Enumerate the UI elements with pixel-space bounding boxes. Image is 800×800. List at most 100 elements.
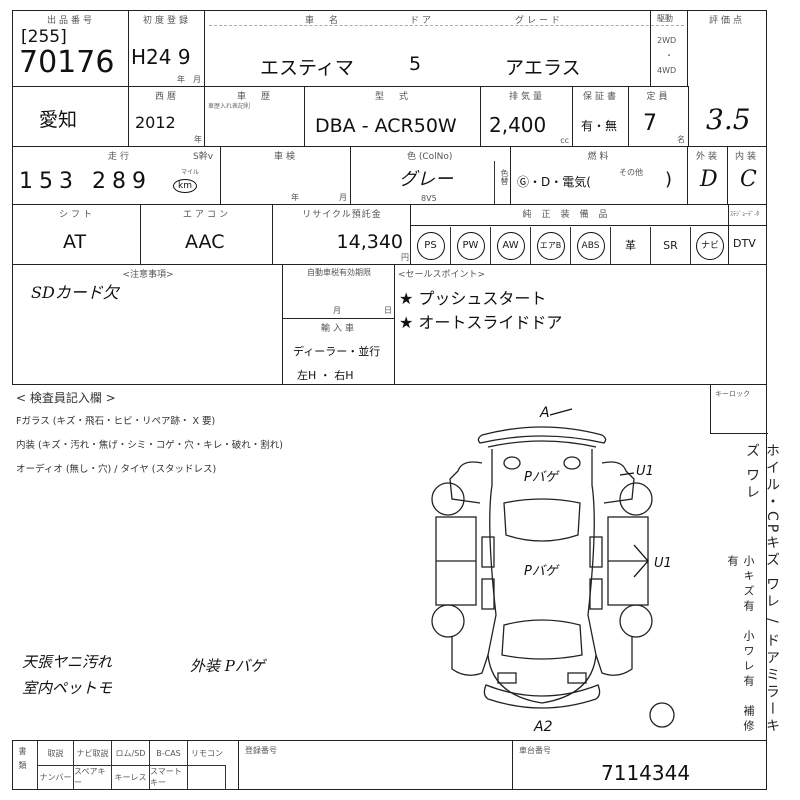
- grade-label: グレード: [515, 16, 564, 26]
- model-label: 型 式: [374, 92, 411, 102]
- lot-prefix: [255]: [21, 27, 67, 47]
- interior-grade: C: [740, 167, 757, 192]
- exterior-label: 外装: [695, 152, 720, 162]
- inspection-cell: 車検 年 月: [220, 146, 352, 206]
- keylock-box: キーロック: [710, 385, 768, 434]
- sales-point-1: ★ プッシュスタート: [399, 289, 547, 308]
- caution-text: SDカード欠: [31, 283, 119, 302]
- documents-row-bottom: ナンバー スペアキー キーレス スマートキー: [37, 765, 226, 789]
- tax-expiry-label: 自動車税有効期限: [307, 268, 371, 277]
- sales-points-cell: <セールスポイント> ★ プッシュスタート ★ オートスライドドア: [394, 264, 767, 386]
- extra-equipment-cell: ｽﾃｼﾞｮｰﾃﾞ-ﾀ DTV: [728, 204, 767, 266]
- tax-expiry-day: 日: [384, 306, 392, 315]
- inspector-label: < 検査員記入欄 >: [16, 391, 116, 405]
- mark-front: A: [539, 405, 550, 421]
- aircon-cell: エアコン AAC: [140, 204, 274, 266]
- chassis-number: 7114344: [601, 761, 691, 785]
- inspector-section: < 検査員記入欄 > Fガラス (キズ・飛石・ヒビ・リペア跡・ X 要) 内装 …: [12, 384, 780, 742]
- inspection-label: 車検: [273, 152, 298, 162]
- doc-remote: リモコン: [191, 748, 223, 758]
- car-damage-diagram: A Pバゲ U1 Pバゲ U1 A2: [431, 405, 675, 735]
- documents-row-top: 取説 ナビ取説 ロム/SD B-CAS リモコン: [37, 741, 226, 766]
- inspection-month: 月: [339, 193, 347, 202]
- drive-type-cell: 駆動 2WD ・ 4WD: [650, 10, 689, 88]
- tax-expiry-month: 月: [333, 306, 341, 315]
- aircon: AAC: [185, 231, 225, 253]
- warranty: 有・無: [581, 119, 618, 133]
- sales-points-label: <セールスポイント>: [398, 270, 486, 280]
- capacity-cell: 定員 7 名: [628, 86, 689, 148]
- chassis-history-cell: 車 歴 車歴入れ表記則: [204, 86, 306, 148]
- documents-cell: 書類 取説 ナビ取説 ロム/SD B-CAS リモコン ナンバー スペアキー キ…: [12, 740, 240, 790]
- mileage: 153 289: [19, 169, 152, 194]
- chassis-number-label: 車台番号: [519, 746, 551, 755]
- handwritten-note-1: 天張ヤニ汚れ: [22, 653, 113, 671]
- displacement-label: 排気量: [508, 92, 545, 102]
- recycle-label: リサイクル預託金: [302, 210, 382, 220]
- first-registration-units: 年 月: [177, 75, 201, 84]
- interior-cell: 内装 C: [727, 146, 767, 206]
- drive-4wd: 4WD: [657, 66, 677, 75]
- capacity: 7: [643, 111, 657, 136]
- inspector-line-3: オーディオ (無し・穴) / タイヤ (スタッドレス): [16, 464, 217, 475]
- wheel-mirror-note-small: 小キズ有 小ワレ有 補修有: [726, 555, 755, 735]
- first-registration-value: H24 9: [131, 45, 191, 69]
- lot-number-label: 出品番号: [46, 16, 95, 26]
- score-cell: 評価点 3.5: [687, 10, 767, 148]
- equip-airbag: エアB: [531, 227, 571, 265]
- warranty-label: 保証書: [582, 92, 619, 102]
- mileage-unit-mile: マイル: [181, 169, 200, 176]
- shift-label: シフト: [58, 210, 95, 220]
- first-registration-label: 初度登録: [142, 16, 191, 26]
- import-cell: 輸入車 ディーラー・並行 左H ・ 右H: [282, 318, 396, 386]
- shift-cell: シフト AT: [12, 204, 142, 266]
- import-handle: 左H ・ 右H: [297, 369, 354, 382]
- doc-smart-key: スマートキー: [150, 765, 188, 789]
- car-name-cell: 車 名 ドア グレード エスティマ 5 アエラス 駆動 2WD ・ 4WD: [204, 10, 689, 88]
- displacement-cell: 排気量 2,400 cc: [480, 86, 574, 148]
- mark-roof: Pバゲ: [524, 564, 560, 579]
- doc-number-plate: ナンバー: [38, 765, 74, 789]
- caution-label: <注意事項>: [122, 270, 174, 280]
- equip-leather: 革: [611, 227, 651, 265]
- doc-rom-sd: ロム/SD: [112, 741, 150, 765]
- keylock-label: キーロック: [715, 390, 750, 398]
- chassis-history-label: 車 歴: [236, 92, 273, 102]
- recycle-cell: リサイクル預託金 14,340 円: [272, 204, 412, 266]
- color-code: 8V5: [421, 194, 437, 203]
- mileage-cell: 走行 S幹v 153 289 マイル km: [12, 146, 222, 206]
- equip-navi: ナビ: [691, 227, 729, 265]
- region: 愛知: [39, 109, 78, 131]
- exterior-cell: 外装 D: [687, 146, 729, 206]
- car-name-label: 車 名: [305, 16, 342, 26]
- mark-right-fender: U1: [636, 464, 654, 479]
- doc-keyless: キーレス: [112, 765, 150, 789]
- handwritten-note-3: 外装 Pバゲ: [190, 657, 265, 675]
- year: 2012: [135, 113, 176, 132]
- mark-right-doors: U1: [654, 556, 672, 571]
- registration-number-label: 登録番号: [245, 746, 277, 755]
- equip-aw: AW: [491, 227, 531, 265]
- registration-number-cell: 登録番号: [238, 740, 514, 790]
- color-change-cell: 色替: [494, 161, 514, 205]
- fuel-other: その他: [619, 168, 643, 177]
- grade: アエラス: [505, 57, 581, 79]
- equipment-label: 純正装備品: [522, 210, 618, 220]
- inspector-line-2: 内装 (キズ・汚れ・焦げ・シミ・コゲ・穴・キレ・破れ・割れ): [16, 440, 283, 451]
- documents-label: 書類: [18, 747, 27, 775]
- color-change-label: 色替: [500, 169, 509, 185]
- mark-rear: A2: [533, 719, 553, 735]
- aircon-label: エアコン: [182, 210, 231, 220]
- lot-number: 70176: [19, 45, 115, 80]
- fuel-close: ): [665, 169, 673, 190]
- drive-2wd: 2WD: [657, 36, 677, 45]
- displacement: 2,400: [489, 113, 547, 137]
- year-cell: 西暦 2012 年: [128, 86, 206, 148]
- drive-label: 駆動: [657, 14, 673, 23]
- doc-blank: [188, 765, 226, 789]
- score-label: 評価点: [708, 16, 745, 26]
- doc-bcas: B-CAS: [150, 741, 188, 765]
- chassis-history-note: 車歴入れ表記則: [208, 103, 251, 110]
- inspector-line-1: Fガラス (キズ・飛石・ヒビ・リペア跡・ X 要): [16, 416, 216, 427]
- fuel-label: 燃料: [587, 152, 612, 162]
